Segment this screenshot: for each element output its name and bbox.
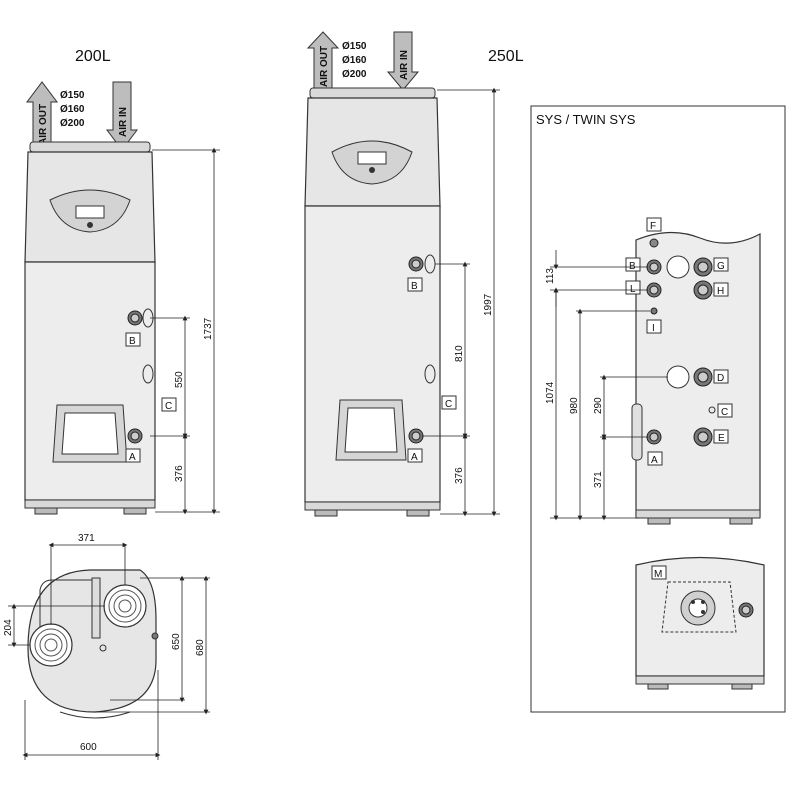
sys-label-e: E [718,433,725,444]
label-c-250l: C [445,399,452,410]
svg-text:AIR OUT: AIR OUT [38,104,49,145]
model-title-250l: 250L [488,48,524,65]
dim-550: 550 [174,371,185,388]
sys-label-i: I [652,323,655,334]
dim-376-250l: 376 [454,467,465,484]
dim-371-top: 371 [78,533,95,544]
dim-600: 600 [80,742,97,753]
sys-twin-sys-panel: SYS / TWIN SYS F B G L H I D C [530,105,786,713]
label-b-200l: B [129,336,136,347]
duct-size-3: Ø200 [60,118,85,129]
label-c-200l: C [165,401,172,412]
dim-650: 650 [171,633,182,650]
label-a-250l: A [411,452,418,463]
label-a-200l: A [129,452,136,463]
svg-text:AIR IN: AIR IN [118,107,129,137]
svg-text:AIR OUT: AIR OUT [319,46,330,87]
sys-label-a: A [651,455,658,466]
dimension-lines-200l [150,147,220,515]
sys-label-c: C [721,407,728,418]
sys-panel-title: SYS / TWIN SYS [536,112,636,127]
sys-dimension-lines [550,250,668,521]
sys-label-b: B [629,261,636,272]
top-view: 371 600 204 650 680 [3,533,210,760]
sys-dim-1074: 1074 [545,381,556,404]
sys-dim-980: 980 [569,397,580,414]
sys-dim-290: 290 [593,397,604,414]
sys-label-f: F [650,221,656,232]
svg-text:AIR IN: AIR IN [399,50,410,80]
duct-size-1-250l: Ø150 [342,41,367,52]
unit-200l-front-view: 200L AIR OUT AIR IN Ø150 Ø160 Ø200 [24,48,220,515]
dim-1997: 1997 [483,293,494,316]
sys-label-l: L [630,284,636,295]
fan-grille-top-right [103,584,147,628]
dimension-lines-top [8,542,210,760]
duct-size-2: Ø160 [60,104,85,115]
dim-680: 680 [195,639,206,656]
air-in-arrow-200l: AIR IN [106,81,138,151]
duct-size-1: Ø150 [60,90,85,101]
unit-250l-front-view: 250L AIR OUT AIR IN Ø150 Ø160 Ø200 [304,31,524,517]
dim-1737: 1737 [203,317,214,340]
dim-376-200l: 376 [174,465,185,482]
sys-label-m: M [654,569,662,580]
sys-dim-113: 113 [545,268,556,284]
duct-size-3-250l: Ø200 [342,69,367,80]
dimension-lines-250l [422,87,500,517]
air-out-arrow-250l: AIR OUT [306,31,340,91]
label-b-250l: B [411,281,418,292]
fan-grille-top-left [29,623,73,667]
model-title-200l: 200L [75,48,111,65]
duct-size-2-250l: Ø160 [342,55,367,66]
air-out-arrow-200l: AIR OUT [26,81,58,151]
dim-204: 204 [3,619,14,636]
sys-label-g: G [717,261,725,272]
air-in-arrow-250l: AIR IN [386,31,420,91]
sys-label-d: D [717,373,724,384]
dim-810: 810 [454,345,465,362]
sys-dim-371: 371 [593,471,604,488]
sys-label-h: H [717,286,724,297]
